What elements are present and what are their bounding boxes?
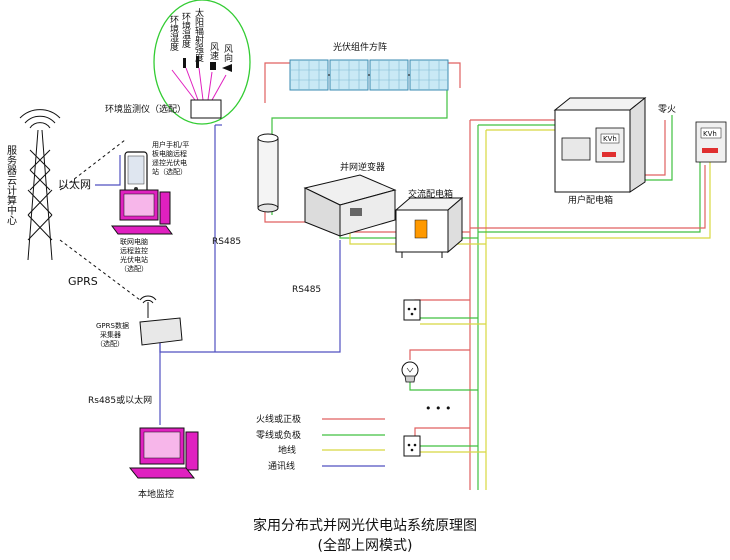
lamp-icon: [401, 361, 419, 383]
legend-label-comm: 通讯线: [268, 460, 295, 472]
pv-array-label: 光伏组件方阵: [333, 41, 387, 53]
svg-text:采集器: 采集器: [100, 330, 121, 339]
sensor-irradiance-label: 太阳辐射强度: [193, 7, 204, 63]
sensor-wires: [171, 67, 227, 101]
local-pc-icon: [128, 427, 199, 479]
lamp-neutral: [409, 380, 478, 391]
legend-label-neutral: 零线或负极: [256, 429, 301, 441]
pv-hot-wire-end: [445, 62, 461, 88]
dc-combiner-icon: [257, 133, 279, 213]
legend: 火线或正极 零线或负极 地线 通讯线: [256, 413, 385, 472]
ac-box-icon: [394, 196, 464, 258]
rs485-label-env: RS485: [212, 237, 241, 247]
env-monitor-group: [153, 0, 251, 125]
sensor-humidity-label: 环境湿度: [168, 15, 179, 52]
grid-ground: [486, 160, 711, 239]
grid-meter-icon: [695, 121, 727, 163]
diagram-title: 家用分布式并网光伏电站系统原理图: [253, 517, 477, 534]
svg-text:遥控光伏电: 遥控光伏电: [152, 158, 187, 167]
phone-label: 用户手机/平 板电脑远程 遥控光伏电 站（选配）: [152, 140, 189, 176]
pv-panel: [289, 59, 329, 91]
remote-pc-icon: [111, 189, 173, 235]
pv-array: [289, 59, 449, 91]
hygrometer-icon: [183, 58, 186, 68]
user-feed-neutral: [478, 124, 566, 140]
lamp-hot: [409, 349, 470, 360]
socket1-hot: [414, 299, 470, 315]
legend-label-hot: 火线或正极: [256, 413, 301, 425]
env-monitor-label: 环境监测仪（选配）: [105, 103, 186, 115]
comm-inverter-bus: [159, 240, 341, 353]
wind-vane-icon: [222, 64, 232, 72]
ac-box-label: 交流配电箱: [408, 188, 453, 200]
server-tower: [19, 109, 61, 261]
tower-legs: [27, 129, 53, 261]
wireless-links: [59, 139, 141, 301]
env-ring: [153, 0, 251, 125]
more-loads-dots: • • •: [425, 402, 451, 415]
svg-text:联网电脑: 联网电脑: [120, 237, 148, 246]
pv-panel: [329, 59, 369, 91]
socket2-hot: [414, 427, 470, 440]
rs485-label-inverter: RS485: [292, 285, 321, 295]
sensor-winddir-label: 风向: [222, 44, 233, 62]
phone-icon: [124, 151, 148, 195]
pv-panel: [409, 59, 449, 91]
sensor-icons: [183, 56, 232, 72]
diagram-subtitle: (全部上网模式): [318, 537, 413, 554]
svg-text:（选配）: （选配）: [120, 264, 148, 273]
svg-text:GPRS数据: GPRS数据: [96, 321, 129, 330]
link-to-gprs: [59, 239, 141, 301]
rs485-or-ethernet-label: Rs485或以太网: [88, 394, 152, 406]
signal-waves-icon: [19, 109, 61, 129]
tower-lattice: [27, 149, 53, 241]
inverter-icon: [303, 174, 397, 237]
env-monitor-box: [190, 99, 222, 119]
sensor-windspeed-label: 风速: [208, 42, 219, 61]
svg-text:站（选配）: 站（选配）: [152, 167, 187, 176]
svg-text:用户手机/平: 用户手机/平: [152, 140, 189, 149]
user-box-label: 用户配电箱: [568, 194, 613, 206]
gprs-collector-icon: [139, 295, 183, 346]
gprs-label: GPRS: [68, 275, 98, 288]
comm-ethernet: [95, 155, 121, 186]
pv-neutral-return: [271, 108, 448, 135]
neutral-fire-label: 零火: [658, 104, 676, 115]
ethernet-label: 以太网: [58, 178, 91, 191]
legend-label-ground: 地线: [278, 444, 296, 456]
svg-text:（选配）: （选配）: [96, 339, 124, 348]
gprs-collector-label: GPRS数据 采集器 （选配）: [96, 321, 129, 348]
grid-hot-2: [470, 165, 706, 229]
local-monitor-label: 本地监控: [138, 488, 174, 500]
socket-icon: [403, 299, 421, 321]
grid-neutral-2: [478, 160, 701, 233]
irradiance-icon: [210, 62, 216, 70]
meter-1-label: KVh: [603, 135, 617, 143]
link-to-phone: [59, 139, 126, 191]
user-box-icon: [553, 96, 647, 193]
pv-panel: [369, 59, 409, 91]
sensor-temp-label: 环境温度: [180, 12, 191, 49]
pv-hot-wire: [264, 62, 290, 103]
svg-text:光伏电站: 光伏电站: [120, 255, 148, 264]
meter-2-label: KVh: [703, 130, 717, 138]
server-label: 服务器云计算中心: [5, 145, 17, 225]
thermometer-icon: [196, 56, 199, 68]
socket-icon: [403, 435, 421, 457]
svg-text:板电脑远程: 板电脑远程: [152, 149, 187, 158]
remote-pc-label: 联网电脑 远程监控 光伏电站 （选配）: [120, 237, 148, 273]
inverter-label: 并网逆变器: [340, 161, 385, 173]
svg-text:远程监控: 远程监控: [120, 246, 148, 255]
